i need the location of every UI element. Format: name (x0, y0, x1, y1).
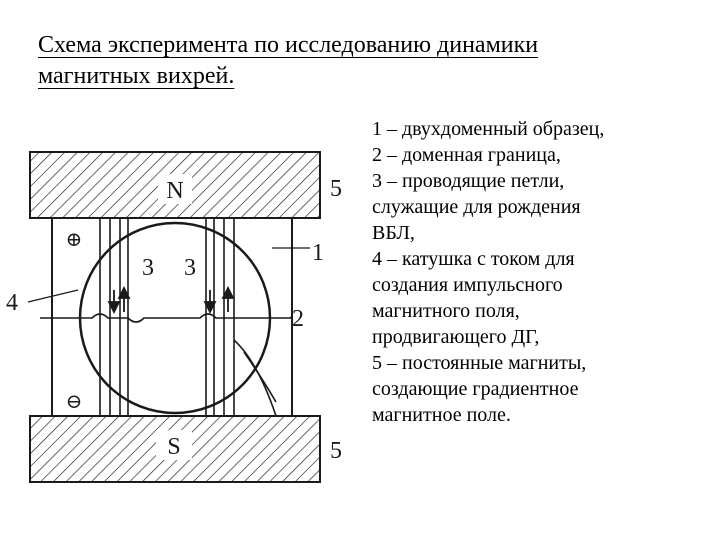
magnet-bottom: S (29, 415, 321, 483)
plus-sign: ⊕ (66, 229, 83, 251)
callout-magnet-bottom: 5 (330, 438, 342, 464)
legend-line: создающие градиентное (372, 378, 579, 400)
slide-title: Схема эксперимента по исследованию динам… (38, 32, 539, 89)
legend-line: служащие для рождения (372, 196, 581, 218)
legend-line: 3 – проводящие петли, (372, 170, 565, 192)
conducting-loops (99, 218, 277, 417)
legend-line: создания импульсного (372, 274, 563, 296)
magnet-top-label: N (166, 178, 183, 204)
callout-loop-right: 3 (184, 255, 196, 281)
pulse-coil (78, 221, 272, 415)
leader-lines (27, 247, 310, 319)
magnet-bottom-label: S (167, 434, 180, 460)
callout-wall: 2 (292, 306, 304, 332)
callout-sample: 1 (312, 240, 324, 266)
minus-sign: ⊖ (66, 391, 83, 413)
legend-line: 1 – двухдоменный образец, (372, 118, 605, 140)
callout-coil: 4 (6, 290, 18, 316)
callout-loop-left: 3 (142, 255, 154, 281)
legend-line: 2 – доменная граница, (372, 144, 561, 166)
legend-line: магнитное поле. (372, 404, 511, 426)
current-arrows (107, 285, 235, 315)
legend-line: магнитного поля, (372, 300, 520, 322)
experiment-diagram: N S ⊕ ⊖ (6, 151, 342, 483)
domain-wall (40, 313, 292, 323)
legend-list: 1 – двухдоменный образец, 2 – доменная г… (372, 116, 702, 428)
legend-line: 5 – постоянные магниты, (372, 352, 587, 374)
magnet-top: N (29, 151, 321, 219)
callout-magnet-top: 5 (330, 176, 342, 202)
legend-line: продвигающего ДГ, (372, 326, 540, 348)
legend-line: 4 – катушка с током для (372, 248, 575, 270)
legend-line: ВБЛ, (372, 222, 415, 244)
